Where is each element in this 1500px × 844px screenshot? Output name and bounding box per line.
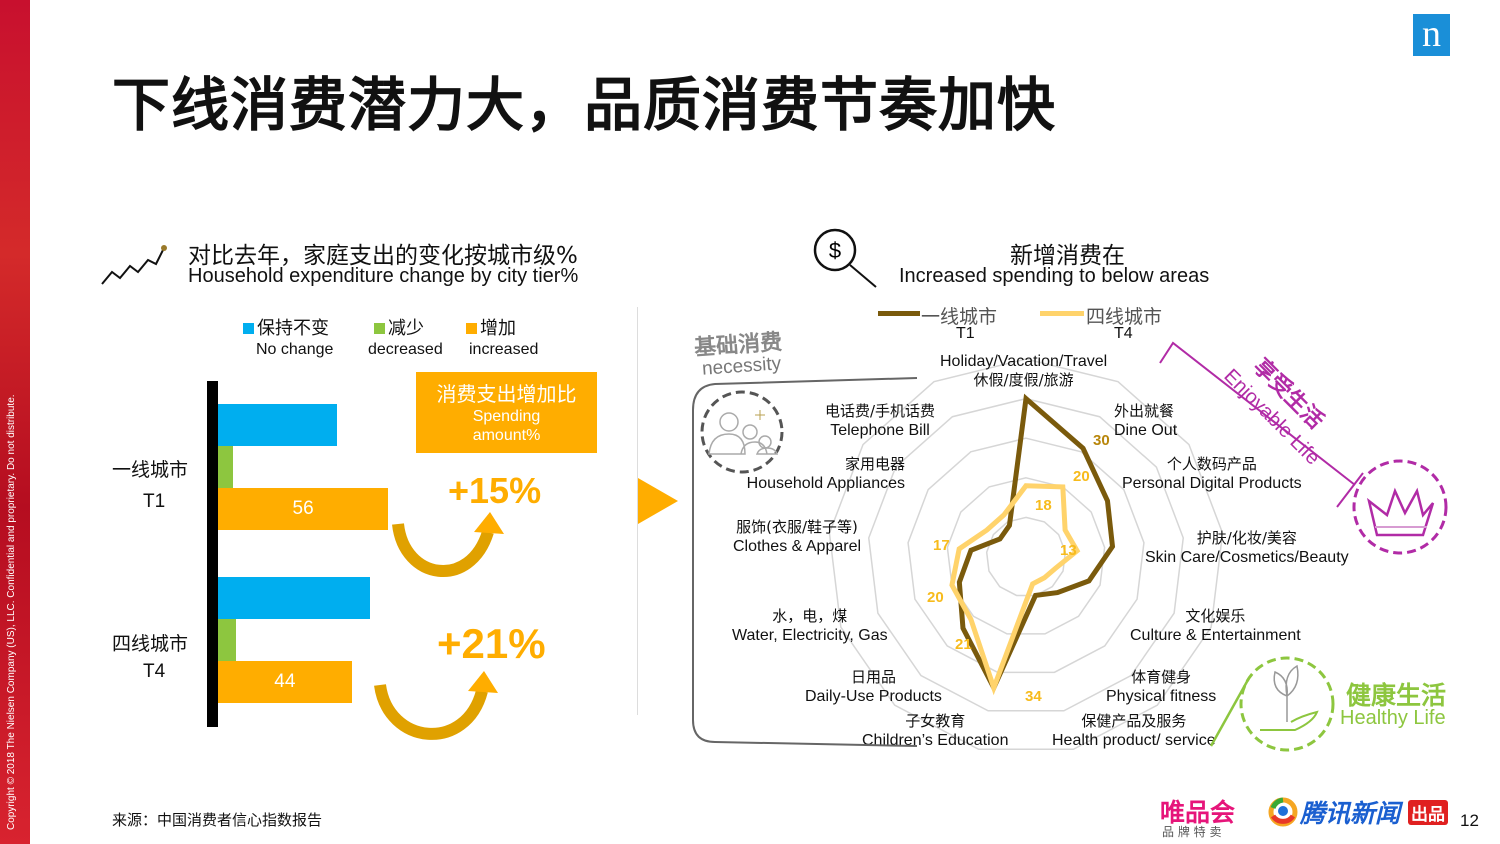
healthy-title-cn: 健康生活 [1346, 681, 1447, 710]
legend-t4-cn: 四线城市 [1086, 306, 1163, 328]
growth-t4: +21% [437, 620, 546, 667]
bar-no-change-t1 [218, 404, 337, 446]
bar-decreased-t4 [218, 619, 237, 661]
left-heading-en: Household expenditure change by city tie… [188, 265, 579, 287]
vip-logo-sub: 品 牌 特 卖 [1162, 825, 1222, 839]
data-label: 21 [955, 636, 972, 653]
source-note: 来源：中国消费者信心指数报告 [112, 811, 323, 829]
right-heading-cn: 新增消费在 [1010, 243, 1125, 269]
legend-no-change: 保持不变 [243, 314, 329, 340]
legend-swatch [466, 323, 477, 334]
legend-t4-line [1040, 311, 1084, 316]
legend-label: 保持不变 [257, 318, 329, 339]
legend-increased-en: increased [469, 341, 539, 358]
svg-text:$: $ [829, 238, 841, 263]
nielsen-logo: n [1413, 14, 1450, 56]
healthy-title-en: Healthy Life [1340, 707, 1446, 729]
axis-label-clothes: 服饰(衣服/鞋子等)Clothes & Apparel [732, 518, 862, 555]
tencent-news-icon [1268, 797, 1298, 827]
legend-swatch [243, 323, 254, 334]
data-label: 30 [1093, 432, 1110, 449]
radar-gridline [828, 358, 1224, 750]
section-divider [637, 307, 638, 715]
legend-t1-en: T1 [956, 325, 975, 342]
legend-label: 增加 [480, 318, 516, 339]
page-title: 下线消费潜力大，品质消费节奏加快 [112, 71, 1057, 139]
radar-series-t1 [956, 393, 1116, 694]
bar-increased-t1: 56 [218, 488, 389, 530]
tencent-news-tag: 出品 [1408, 800, 1448, 825]
radar-gridline [867, 397, 1185, 712]
category-t1-en: T1 [143, 491, 166, 512]
data-label: 18 [1035, 497, 1052, 514]
category-t4-en: T4 [143, 661, 166, 682]
box-title-cn: 消费支出增加比 [436, 382, 577, 406]
legend-no-change-en: No change [256, 341, 334, 358]
bar-no-change-t4 [218, 577, 370, 619]
bar-increased-t4: 44 [218, 661, 352, 703]
right-heading-en: Increased spending to below areas [899, 265, 1210, 287]
vip-logo: 唯品会 [1160, 798, 1236, 827]
legend-t1-line [878, 311, 920, 316]
legend-decreased: 减少 [374, 314, 424, 340]
left-heading-cn: 对比去年，家庭支出的变化按城市级% [188, 243, 578, 269]
legend-decreased-en: decreased [368, 341, 443, 358]
data-label: 20 [1073, 468, 1090, 485]
data-label: 34 [1025, 688, 1042, 705]
radar-gridline [907, 437, 1145, 674]
page-number: 12 [1460, 811, 1479, 830]
tencent-news-logo: 腾讯新闻 [1300, 799, 1401, 828]
box-title-en1: Spending [472, 408, 541, 425]
dollar-magnifier-icon: $ [813, 228, 877, 288]
legend-t4-en: T4 [1114, 325, 1133, 342]
bar-axis [207, 381, 218, 727]
family-icon [700, 390, 784, 474]
legend-t1-cn: 一线城市 [921, 306, 998, 328]
box-title-en2: amount% [472, 427, 541, 444]
spending-amount-box: 消费支出增加比 Spending amount% [416, 372, 597, 453]
growth-t1: +15% [448, 470, 542, 511]
red-side-strip [0, 0, 30, 844]
radar-gridline [946, 477, 1106, 635]
trend-line-icon [101, 245, 167, 285]
radar-gridline [985, 516, 1067, 597]
curved-arrow-icon [392, 512, 504, 577]
data-label: 20 [927, 589, 944, 606]
category-t1-cn: 一线城市 [112, 459, 189, 481]
necessity-bracket [692, 377, 918, 747]
legend-label: 减少 [388, 318, 424, 339]
bar-decreased-t1 [218, 446, 234, 488]
radar-series-t4 [949, 483, 1081, 696]
healthy-icon [1209, 656, 1335, 752]
curved-arrow-icon [374, 671, 498, 740]
legend-swatch [374, 323, 385, 334]
arrow-right-icon [638, 478, 678, 524]
data-label: 17 [933, 537, 950, 554]
data-label: 13 [1060, 542, 1077, 559]
category-t4-cn: 四线城市 [112, 633, 189, 655]
legend-increased: 增加 [466, 314, 516, 340]
crown-icon [1352, 459, 1448, 555]
enjoy-bracket [1159, 341, 1448, 555]
